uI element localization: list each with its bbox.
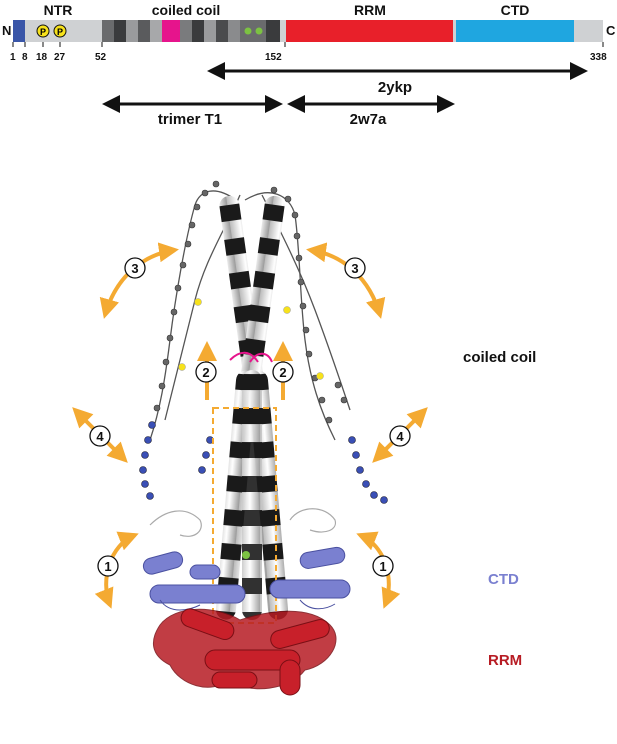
svg-text:3: 3 [131, 261, 138, 276]
trimer-dashed-box [212, 407, 277, 624]
ntr-label: NTR [44, 2, 73, 18]
ctd-legend-label: CTD [488, 571, 519, 588]
motion-label-3: 3 [124, 257, 146, 279]
motion-label-3: 3 [344, 257, 366, 279]
svg-text:P: P [57, 27, 63, 37]
ntr-tails [139, 421, 388, 504]
rrm-domain [152, 608, 337, 696]
position-label: 18 [36, 52, 48, 63]
coiled-coil-segment [102, 20, 280, 42]
construct-label: trimer T1 [158, 111, 222, 128]
construct-label: 2w7a [350, 111, 387, 128]
construct-2w7a: 2w7a [287, 95, 455, 128]
ctd-label: CTD [501, 2, 530, 18]
motion-label-2: 2 [195, 361, 217, 383]
svg-text:4: 4 [96, 429, 104, 444]
motion-label-2: 2 [272, 361, 294, 383]
position-label: 1 [10, 52, 16, 63]
ctd-segment [456, 20, 574, 42]
construct-label: 2ykp [378, 79, 412, 96]
svg-text:2: 2 [202, 365, 209, 380]
motion-label-1: 1 [97, 555, 119, 577]
rrm-label: RRM [354, 2, 386, 18]
coiled-coil-label: coiled coil [152, 2, 220, 18]
position-label: 52 [95, 52, 107, 63]
ctd-domain [142, 546, 351, 611]
position-label: 27 [54, 52, 66, 63]
svg-text:1: 1 [379, 559, 386, 574]
n-terminus-label: N [2, 23, 11, 38]
motion-label-4: 4 [89, 425, 111, 447]
ctd-loops [149, 508, 336, 537]
green-dot [242, 551, 250, 559]
magenta-segment [162, 20, 180, 42]
motion-label-4: 4 [389, 425, 411, 447]
svg-text:2: 2 [279, 365, 286, 380]
svg-text:1: 1 [104, 559, 111, 574]
domain-bar: N C P P [2, 2, 616, 63]
motion-label-1: 1 [372, 555, 394, 577]
svg-text:3: 3 [351, 261, 358, 276]
position-label: 338 [590, 52, 607, 63]
svg-text:P: P [40, 27, 46, 37]
position-label: 152 [265, 52, 282, 63]
motion-arrow-3-right [306, 242, 386, 319]
phospho-site: P [36, 24, 50, 38]
ntr-blue-segment [13, 20, 25, 42]
coiled-coil-legend-label: coiled coil [463, 349, 536, 366]
protein-structure: 3 3 2 2 4 4 1 [72, 180, 428, 696]
rrm-segment [286, 20, 453, 42]
phospho-site: P [53, 24, 67, 38]
svg-text:4: 4 [396, 429, 404, 444]
position-ticks [12, 42, 604, 47]
magenta-linker [229, 351, 273, 363]
green-dot [244, 27, 252, 35]
rrm-legend-label: RRM [488, 652, 522, 669]
construct-2ykp: 2ykp [207, 62, 588, 96]
green-dot [255, 27, 263, 35]
position-label: 8 [22, 52, 28, 63]
phospho-beads [178, 298, 324, 380]
c-terminus-label: C [606, 23, 616, 38]
construct-trimer-t1: trimer T1 [102, 95, 283, 128]
